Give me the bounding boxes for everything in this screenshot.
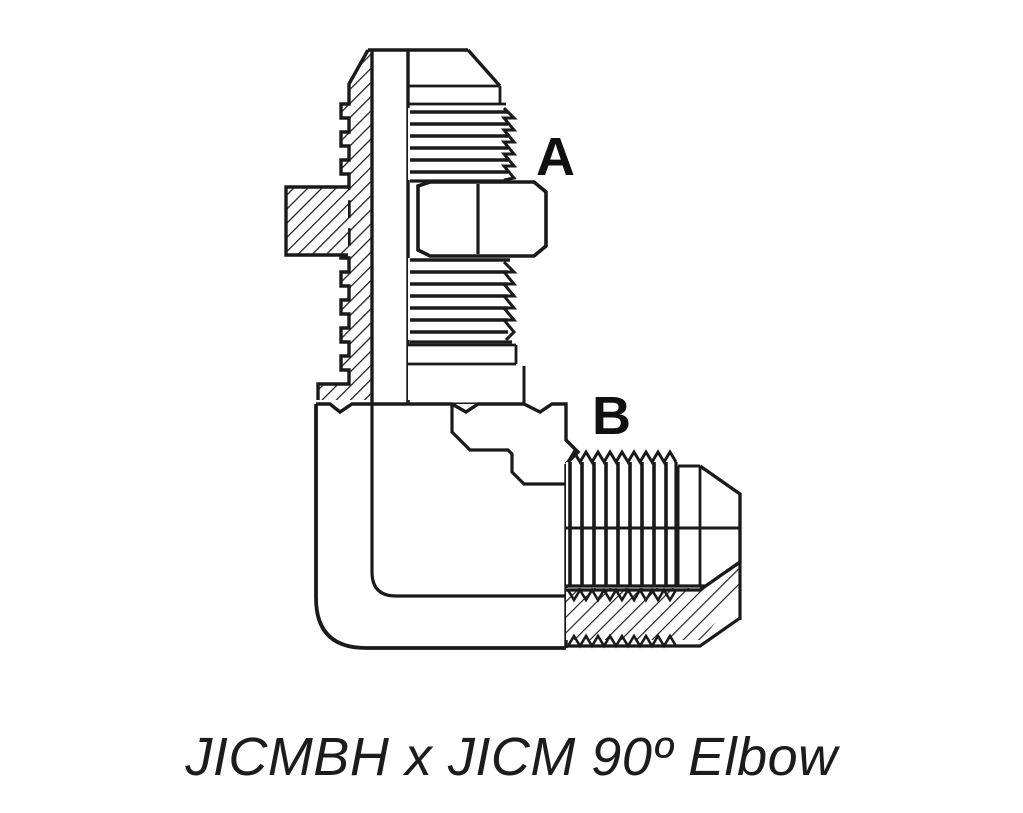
diagram-caption: JICMBH x JICM 90º Elbow: [185, 727, 838, 787]
hex-nut: [416, 180, 548, 258]
upper-thread-a: [408, 106, 518, 183]
vertical-bore: [370, 50, 410, 404]
port-label-b: B: [592, 386, 631, 446]
port-a-shank: [408, 343, 526, 406]
port-b-thread: [566, 449, 706, 586]
lower-thread: [408, 258, 518, 344]
elbow-body: [314, 402, 581, 650]
port-label-a: A: [536, 127, 575, 187]
port-a-top-chamfer: [368, 48, 506, 106]
bulkhead-lock-shoulder: [284, 185, 348, 257]
